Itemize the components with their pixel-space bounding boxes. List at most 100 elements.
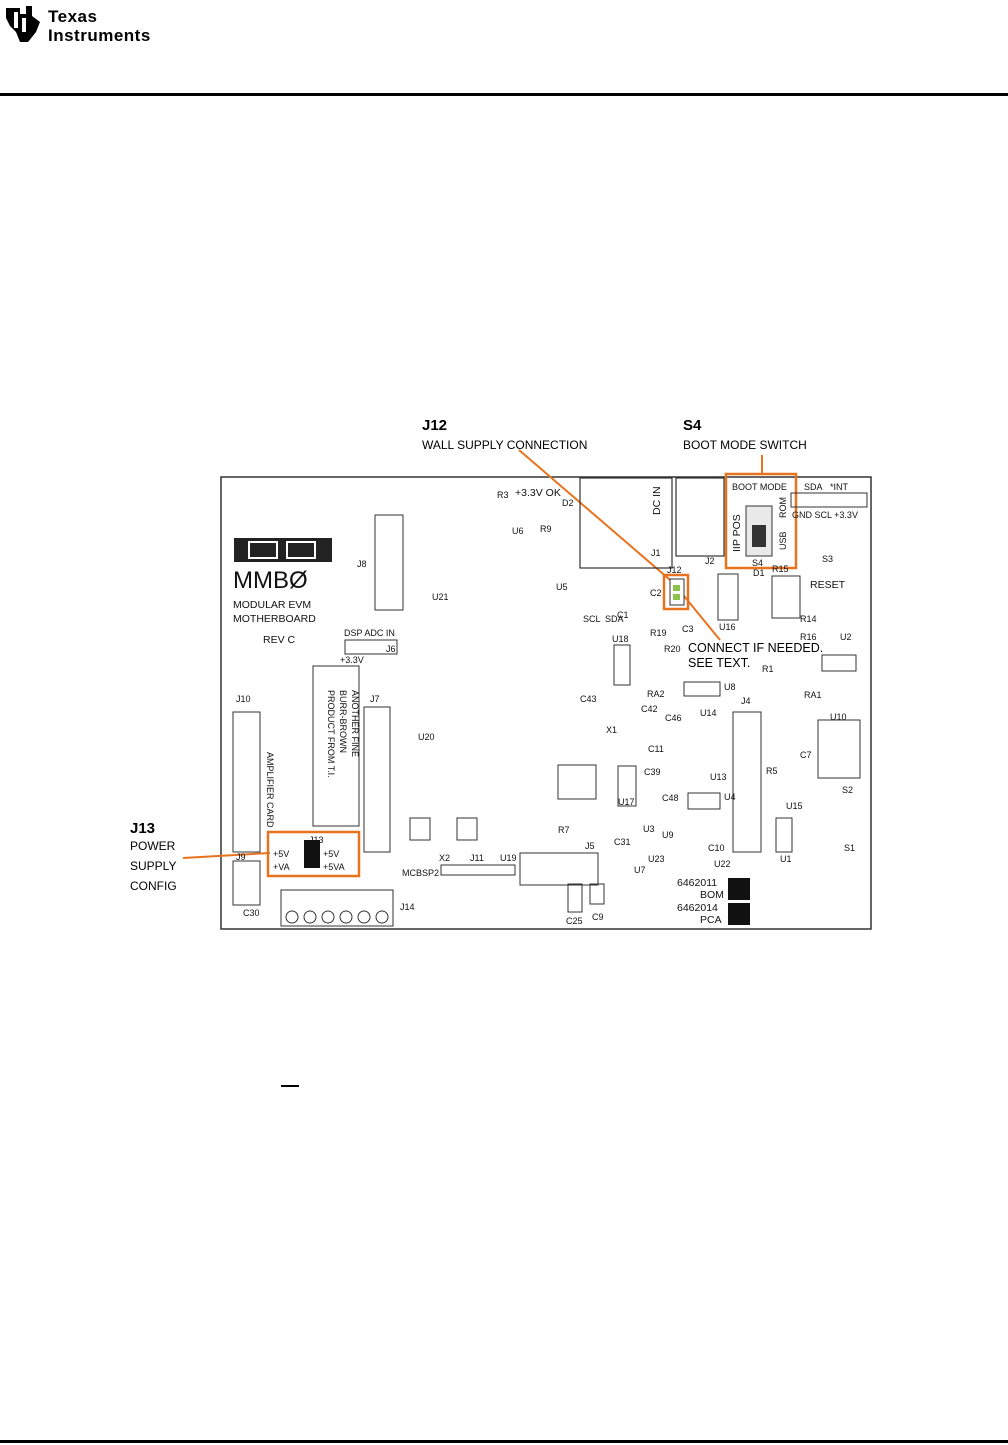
refdes-u15: U15: [786, 801, 803, 811]
board-power-ok: +3.3V OK: [515, 487, 561, 499]
board-mcbsp2: MCBSP2: [402, 868, 439, 878]
refdes-j8: J8: [357, 559, 367, 569]
header-rule: [0, 93, 1008, 96]
refdes-d1: D1: [753, 568, 765, 578]
refdes-u17: U17: [618, 797, 635, 807]
refdes-r15: R15: [772, 564, 789, 574]
refdes-c46: C46: [665, 713, 682, 723]
refdes-r1: R1: [762, 664, 774, 674]
refdes-c48: C48: [662, 793, 679, 803]
refdes-scl: SCL: [583, 614, 601, 624]
refdes-j9: J9: [236, 852, 246, 862]
refdes-u20: U20: [418, 732, 435, 742]
refdes-c30: C30: [243, 908, 260, 918]
refdes-j2: J2: [705, 556, 715, 566]
j13-callout-line1: POWER: [130, 839, 176, 853]
refdes-s3: S3: [822, 554, 833, 564]
overline-mark: [281, 1085, 299, 1087]
refdes-u7: U7: [634, 865, 646, 875]
board-text-line3: PRODUCT FROM T.I.: [326, 690, 336, 778]
refdes-r20: R20: [664, 644, 681, 654]
refdes-s4: S4: [752, 558, 763, 568]
connect-note-line1: CONNECT IF NEEDED.: [688, 641, 824, 655]
refdes-u23: U23: [648, 854, 665, 864]
refdes-j5: J5: [585, 841, 595, 851]
refdes-c10: C10: [708, 843, 725, 853]
j13-highlight-box: [266, 830, 361, 878]
refdes-u2: U2: [840, 632, 852, 642]
refdes-x2: X2: [439, 853, 450, 863]
logo-line2: Instruments: [48, 26, 151, 45]
refdes-u9: U9: [662, 830, 674, 840]
j13-callout-title: J13: [130, 820, 156, 837]
refdes-u16: U16: [719, 622, 736, 632]
board-desc1: MODULAR EVM: [233, 599, 311, 611]
board-bom2: BOM: [700, 889, 724, 901]
refdes-c31: C31: [614, 837, 631, 847]
s4-highlight-box: [724, 472, 798, 570]
refdes-j6: J6: [386, 644, 396, 654]
refdes-u1: U1: [780, 854, 792, 864]
refdes-r16: R16: [800, 632, 817, 642]
refdes-u6: U6: [512, 526, 524, 536]
j13-plus5v-left: +5V: [273, 849, 289, 859]
refdes-u18: U18: [612, 634, 629, 644]
board-pca2: PCA: [700, 914, 722, 926]
board-rom: ROM: [778, 497, 788, 518]
refdes-c1: C1: [617, 610, 629, 620]
refdes-j7: J7: [370, 694, 380, 704]
board-gnd-scl: GND SCL +3.3V: [792, 510, 858, 520]
refdes-u10: U10: [830, 712, 847, 722]
j13-plus-5va: +5VA: [323, 862, 345, 872]
refdes-r3: R3: [497, 490, 509, 500]
board-text-line2: BURR-BROWN: [338, 690, 348, 753]
board-int: *INT: [830, 482, 849, 492]
board-text-line1: ANOTHER FINE: [350, 690, 360, 757]
j12-leader-line: [518, 449, 677, 586]
refdes-r19: R19: [650, 628, 667, 638]
j13-callout-line3: CONFIG: [130, 879, 177, 893]
refdes-c42: C42: [641, 704, 658, 714]
refdes-j1: J1: [651, 548, 661, 558]
refdes-r14: R14: [800, 614, 817, 624]
refdes-r5: R5: [766, 766, 778, 776]
board-usb: USB: [778, 531, 788, 550]
refdes-j12: J12: [667, 565, 682, 575]
board-bom1: 6462011: [677, 877, 717, 889]
connect-note-line2: SEE TEXT.: [688, 656, 751, 670]
refdes-j10: J10: [236, 694, 251, 704]
refdes-s1: S1: [844, 843, 855, 853]
refdes-c7: C7: [800, 750, 812, 760]
board-boot-mode: BOOT MODE: [732, 482, 787, 492]
refdes-r7: R7: [558, 825, 570, 835]
refdes-c43: C43: [580, 694, 597, 704]
board-amp-card: AMPLIFIER CARD: [265, 752, 275, 828]
j12-highlight-box: [662, 573, 690, 611]
refdes-d2: D2: [562, 498, 574, 508]
board-name: MMBØ: [233, 567, 308, 594]
j12-callout-title: J12: [422, 417, 448, 434]
board-reset: RESET: [810, 579, 846, 591]
refdes-c11: C11: [648, 744, 664, 754]
connect-leader-line: [683, 595, 721, 641]
refdes-ra2: RA2: [647, 689, 665, 699]
refdes-sda: SDA: [605, 614, 624, 624]
refdes-j14: J14: [400, 902, 415, 912]
j13-leader-line: [182, 852, 271, 859]
refdes-u8: U8: [724, 682, 736, 692]
j12-callout-subtitle: WALL SUPPLY CONNECTION: [422, 438, 588, 452]
refdes-s2: S2: [842, 785, 853, 795]
board-rev: REV C: [263, 634, 296, 646]
j13-plus-va: +VA: [273, 862, 290, 872]
board-desc2: MOTHERBOARD: [233, 613, 316, 625]
refdes-u14: U14: [700, 708, 717, 718]
board-pca1: 6462014: [677, 902, 718, 914]
refdes-u21: U21: [432, 592, 449, 602]
j13-board-label: J13: [309, 835, 324, 845]
refdes-r9: R9: [540, 524, 552, 534]
refdes-u22: U22: [714, 859, 731, 869]
refdes-ra1: RA1: [804, 690, 822, 700]
refdes-u13: U13: [710, 772, 727, 782]
